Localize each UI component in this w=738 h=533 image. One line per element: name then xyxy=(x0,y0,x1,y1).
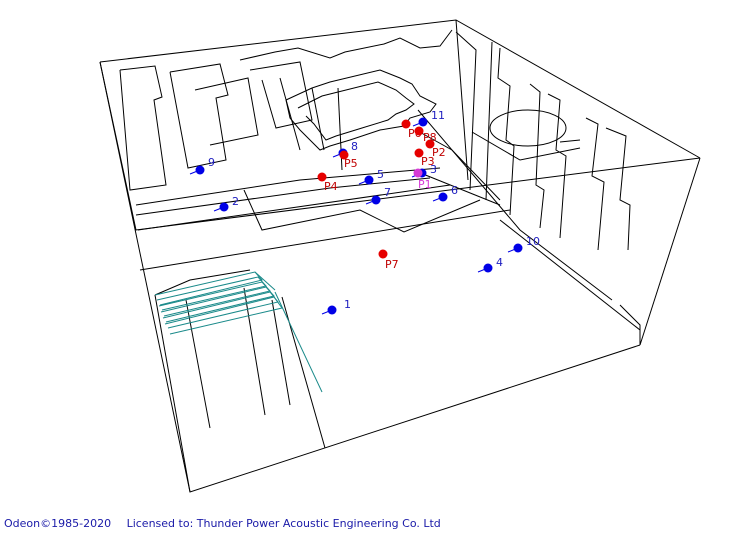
source-P1[interactable]: P1 xyxy=(413,168,432,192)
receiver-dot[interactable] xyxy=(483,263,493,273)
source-dot[interactable] xyxy=(401,119,411,129)
receiver-dot[interactable] xyxy=(438,192,448,202)
receiver-label: 3 xyxy=(430,163,437,176)
receiver-label: 1 xyxy=(344,298,351,311)
source-P7[interactable]: P7 xyxy=(378,249,399,272)
source-P3[interactable]: P3 xyxy=(414,148,435,169)
receiver-label: 2 xyxy=(232,195,239,208)
receiver-9[interactable]: 9 xyxy=(189,156,215,175)
source-dot[interactable] xyxy=(425,139,435,149)
source-label: P1 xyxy=(418,178,432,191)
source-dot[interactable] xyxy=(414,148,424,158)
receiver-11[interactable]: 11 xyxy=(412,109,445,127)
footer: Odeon©1985-2020 Licensed to: Thunder Pow… xyxy=(4,517,453,530)
receiver-4[interactable]: 4 xyxy=(477,256,503,273)
source-P4[interactable]: P4 xyxy=(317,172,338,194)
receiver-dot[interactable] xyxy=(219,202,229,212)
source-dot[interactable] xyxy=(378,249,388,259)
source-dot[interactable] xyxy=(413,168,423,178)
copyright-text: Odeon©1985-2020 xyxy=(4,517,112,530)
source-P5[interactable]: P5 xyxy=(339,150,358,171)
receiver-dot[interactable] xyxy=(513,243,523,253)
receiver-6[interactable]: 6 xyxy=(432,184,458,202)
receiver-5[interactable]: 5 xyxy=(358,168,384,185)
receiver-label: 11 xyxy=(431,109,445,122)
receiver-label: 9 xyxy=(208,156,215,169)
source-dot[interactable] xyxy=(317,172,327,182)
receiver-label: 5 xyxy=(377,168,384,181)
source-label: P7 xyxy=(385,258,399,271)
seating-block xyxy=(154,271,323,393)
receiver-7[interactable]: 7 xyxy=(365,186,391,205)
source-P8[interactable]: P8 xyxy=(414,126,437,145)
receiver-dot[interactable] xyxy=(195,165,205,175)
receiver-10[interactable]: 10 xyxy=(507,235,540,253)
source-dot[interactable] xyxy=(414,126,424,136)
room-wireframe xyxy=(99,19,701,493)
receiver-label: 8 xyxy=(351,140,358,153)
receiver-dot[interactable] xyxy=(418,117,428,127)
source-dot[interactable] xyxy=(339,150,349,160)
receiver-label: 4 xyxy=(496,256,503,269)
source-label: P8 xyxy=(423,131,437,144)
source-label: P3 xyxy=(421,155,435,168)
source-P2[interactable]: P2 xyxy=(425,139,446,160)
receiver-dot[interactable] xyxy=(371,195,381,205)
source-label: P5 xyxy=(344,157,358,170)
receiver-label: 6 xyxy=(451,184,458,197)
source-label: P4 xyxy=(324,180,338,193)
receiver-label: 7 xyxy=(384,186,391,199)
receiver-label: 10 xyxy=(526,235,540,248)
license-text: Licensed to: Thunder Power Acoustic Engi… xyxy=(126,517,441,530)
receiver-1[interactable]: 1 xyxy=(321,298,351,315)
receiver-dot[interactable] xyxy=(364,175,374,185)
source-label: P2 xyxy=(432,146,446,159)
receiver-dot[interactable] xyxy=(327,305,337,315)
receiver-2[interactable]: 2 xyxy=(213,195,239,212)
